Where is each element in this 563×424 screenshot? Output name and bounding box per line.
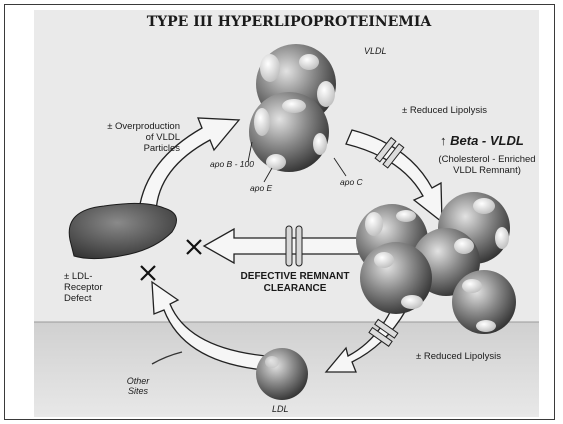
defective-line-1: DEFECTIVE REMNANT	[234, 271, 356, 283]
beta-vldl-label: Beta - VLDL	[450, 133, 524, 148]
vldl-particle-cluster	[249, 44, 336, 172]
ldl-receptor-line-3: Defect	[64, 294, 103, 305]
figure-frame: TYPE III HYPERLIPOPROTEINEMIA VLDL ± Ove…	[4, 4, 555, 420]
other-sites-line-2: Sites	[118, 386, 158, 396]
beta-vldl-description: (Cholesterol - Enriched VLDL Remnant)	[426, 155, 539, 177]
beta-vldl-heading: ↑ Beta - VLDL	[440, 134, 524, 149]
apo-c-label: apo C	[340, 178, 363, 188]
ldl-particle	[256, 348, 308, 400]
illustration-panel: TYPE III HYPERLIPOPROTEINEMIA VLDL ± Ove…	[34, 10, 539, 417]
overproduction-label: ± Overproduction of VLDL Particles	[74, 122, 180, 155]
beta-vldl-desc-line-2: VLDL Remnant)	[426, 166, 539, 177]
diagram-title: TYPE III HYPERLIPOPROTEINEMIA	[144, 14, 434, 30]
vldl-label: VLDL	[364, 46, 387, 56]
up-arrow-icon: ↑	[440, 133, 447, 148]
apo-b-label: apo B - 100	[210, 160, 254, 170]
overproduction-line-3: Particles	[74, 144, 180, 155]
reduced-lipolysis-bottom-label: ± Reduced Lipolysis	[416, 352, 501, 363]
reduced-lipolysis-top-label: ± Reduced Lipolysis	[402, 106, 487, 117]
other-sites-line-1: Other	[118, 376, 158, 386]
apo-e-label: apo E	[250, 184, 272, 194]
defective-clearance-label: DEFECTIVE REMNANT CLEARANCE	[234, 271, 356, 294]
other-sites-label: Other Sites	[118, 376, 158, 397]
defective-line-2: CLEARANCE	[234, 283, 356, 295]
ldl-label: LDL	[272, 404, 289, 414]
ldl-receptor-defect-label: ± LDL- Receptor Defect	[64, 272, 103, 305]
